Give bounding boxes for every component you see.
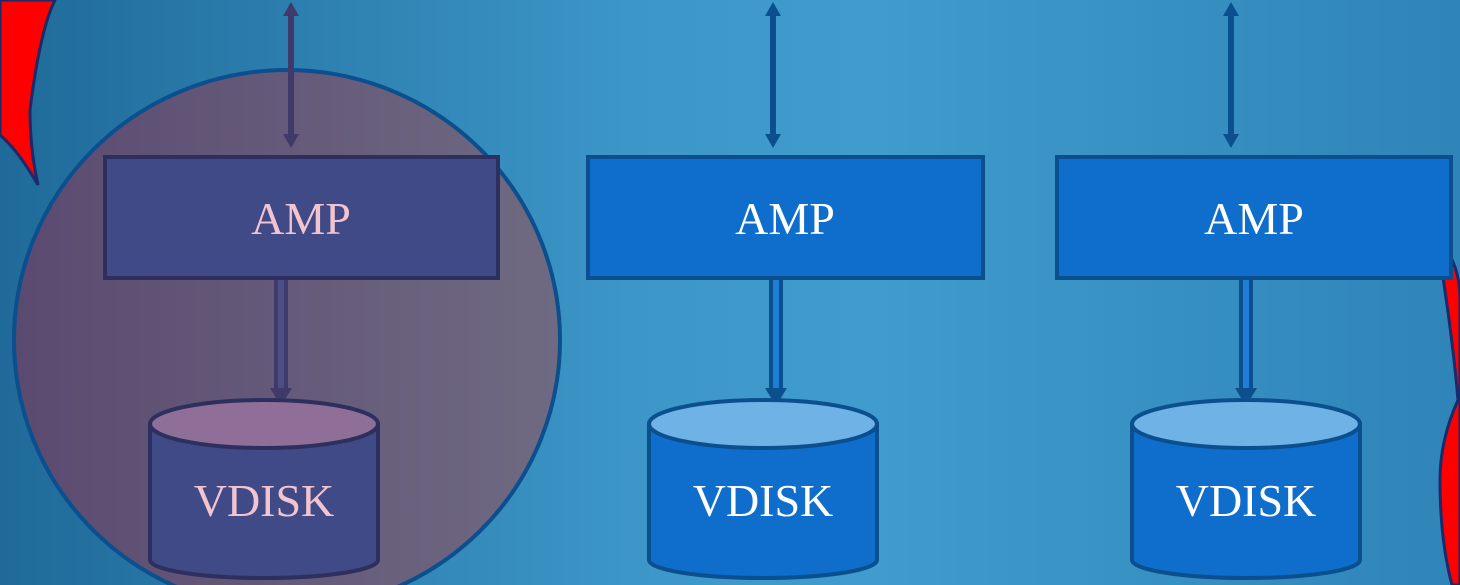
- unit1-down-arrow: [270, 280, 292, 406]
- unit1-top-double-arrow: [283, 2, 299, 148]
- unit2-top-double-arrow: [765, 2, 781, 148]
- unit1-vdisk-label: VDISK: [193, 475, 335, 526]
- unit3-down-arrow: [1235, 280, 1257, 406]
- unit1-amp-label: AMP: [251, 193, 351, 244]
- unit1-vdisk-cylinder: [148, 398, 380, 580]
- right-callout-shape: [1434, 236, 1460, 585]
- unit3-vdisk-label: VDISK: [1175, 475, 1317, 526]
- unit2-vdisk-cylinder: [647, 398, 879, 580]
- unit3-top-double-arrow: [1223, 2, 1239, 148]
- unit1-amp-box: [103, 155, 500, 280]
- unit2-amp-box: [586, 155, 985, 280]
- unit2-amp-label: AMP: [735, 193, 835, 244]
- left-callout-shape: [0, 0, 57, 186]
- unit3-amp-label: AMP: [1204, 193, 1304, 244]
- unit3-amp-box: [1055, 155, 1453, 280]
- unit2-down-arrow: [765, 280, 787, 406]
- unit2-vdisk-label: VDISK: [692, 475, 834, 526]
- unit3-vdisk-cylinder: [1130, 398, 1362, 580]
